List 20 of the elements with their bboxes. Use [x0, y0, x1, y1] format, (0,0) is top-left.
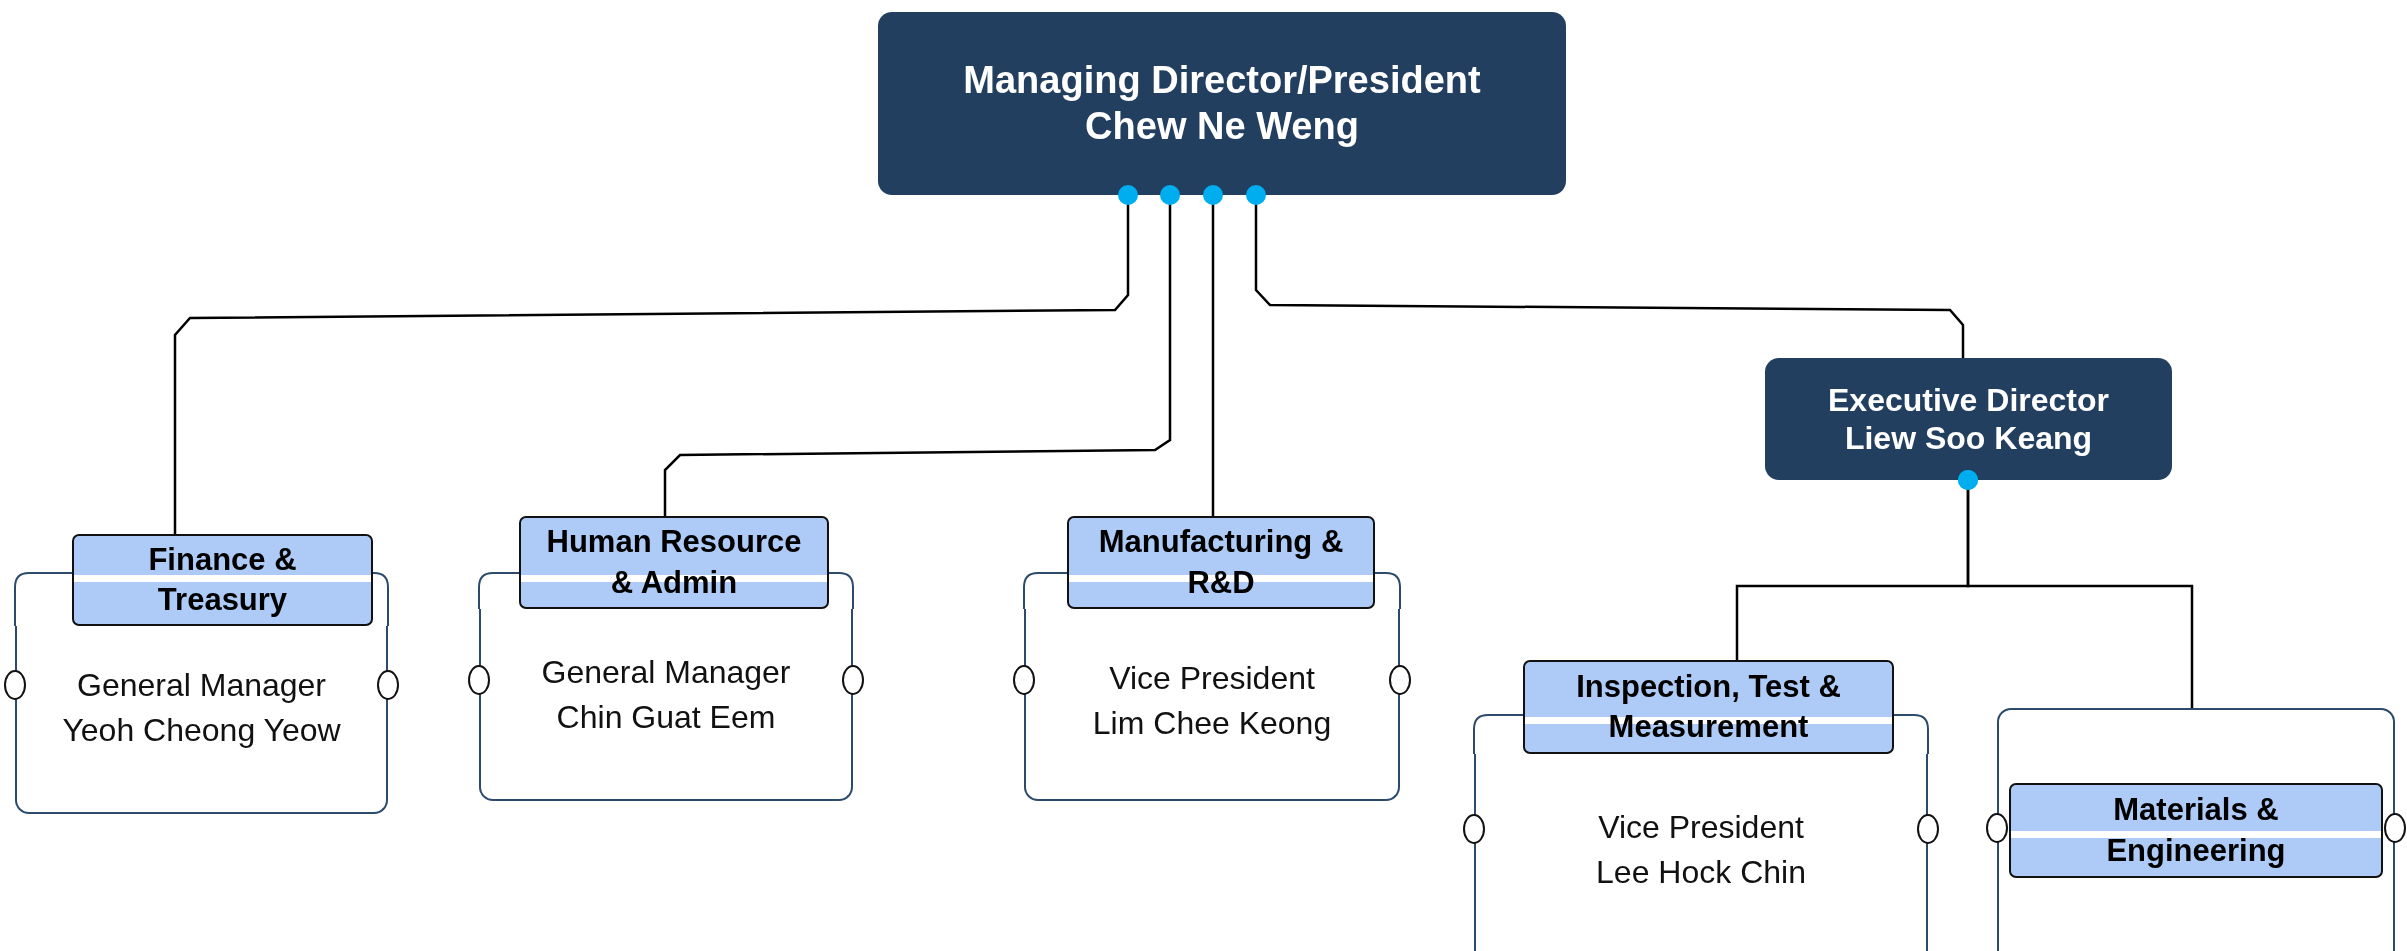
department-header: Human Resource & Admin: [519, 516, 829, 609]
department-header: Finance & Treasury: [72, 534, 373, 626]
position-text: Executive Director: [1828, 380, 2109, 419]
position-text: Managing Director/President: [963, 57, 1481, 103]
department-header: Materials & Engineering: [2009, 783, 2383, 878]
person-text: General Manager Chin Guat Eem: [540, 653, 792, 737]
connector-line: [1246, 185, 1965, 358]
person-text: Vice President Lee Hock Chin: [1595, 808, 1807, 892]
department-header: Inspection, Test & Measurement: [1523, 660, 1894, 754]
person-text: Vice President Lim Chee Keong: [1091, 659, 1333, 743]
connector-line: [1958, 470, 2194, 708]
position-box: [878, 12, 1566, 195]
position-text: Liew Soo Keang: [1844, 419, 2093, 458]
person-text: General Manager Yeoh Cheong Yeow: [61, 666, 342, 750]
connector-line: [663, 185, 1180, 516]
connector-line: [173, 185, 1138, 534]
connector-line: [1203, 185, 1223, 516]
position-text: Chew Ne Weng: [1085, 103, 1359, 149]
position-box: [1765, 358, 2172, 480]
department-header: Manufacturing & R&D: [1067, 516, 1375, 609]
